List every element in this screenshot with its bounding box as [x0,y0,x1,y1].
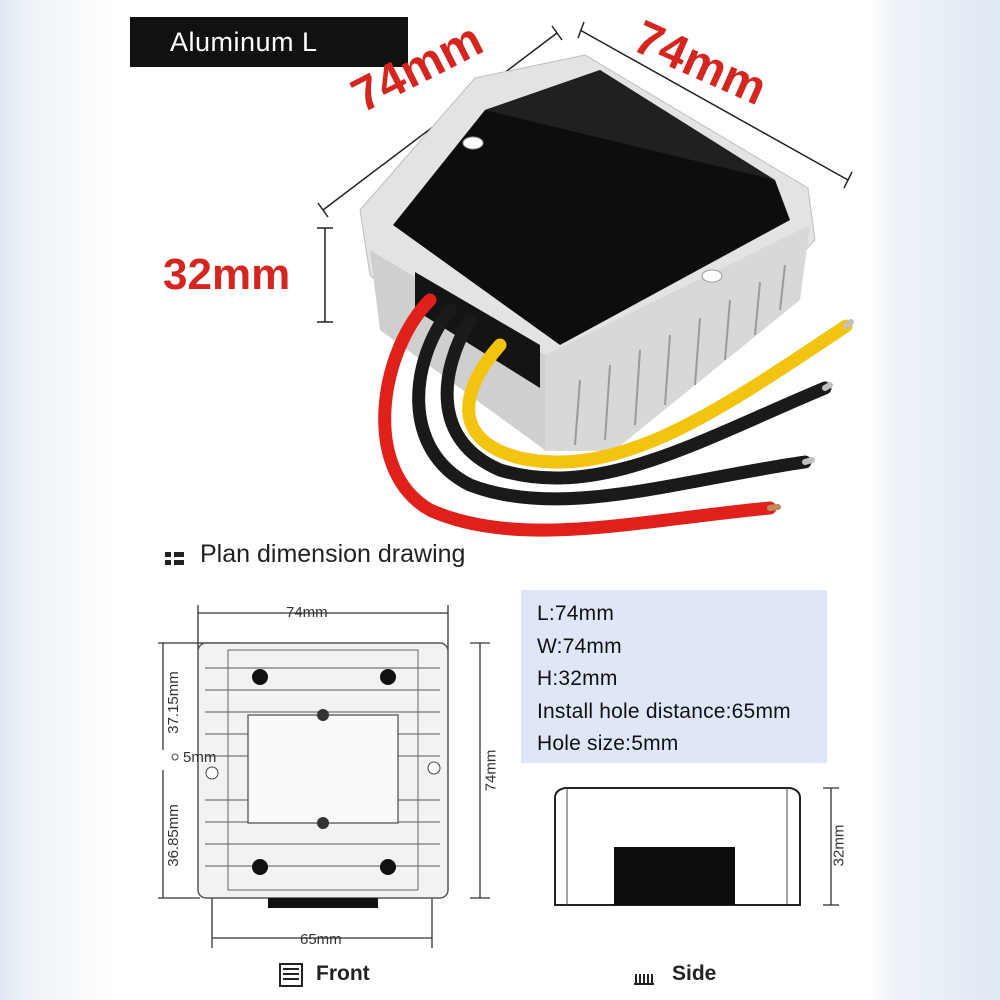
front-view-text: Front [316,962,370,985]
converter-body [359,54,816,451]
side-height-label: 32mm [830,824,848,867]
spec-width: W:74mm [537,634,622,658]
section-title-text: Plan dimension drawing [200,540,466,568]
spec-height: H:32mm [537,667,618,690]
lower-offset-label: 36.85mm [164,804,182,867]
plan-drawing-icon [165,552,184,565]
hole-size-label: 5mm [183,749,217,766]
front-width-label: 74mm [286,604,328,621]
spec-hole-size: Hole size:5mm [537,732,679,755]
spec-hole-distance: Install hole distance:65mm [537,699,791,723]
hole-distance-label: 65mm [300,931,342,948]
side-view-icon [634,974,654,985]
spec-box: L:74mm W:74mm H:32mm Install hole distan… [521,590,827,763]
side-view-label: Side [672,962,716,986]
title-badge: Aluminum L [130,17,408,67]
wires [378,293,854,537]
front-view-drawing [158,605,490,948]
front-view-label: Front [316,962,370,986]
height-dimension-label: 32mm [163,250,291,299]
section-title: Plan dimension drawing [200,540,465,569]
side-view-text: Side [672,962,717,985]
front-height-label: 74mm [482,749,500,792]
front-view-icon [279,963,303,987]
side-view-drawing [554,787,839,906]
upper-offset-label: 37.15mm [164,671,182,734]
spec-length: L:74mm [537,602,615,625]
